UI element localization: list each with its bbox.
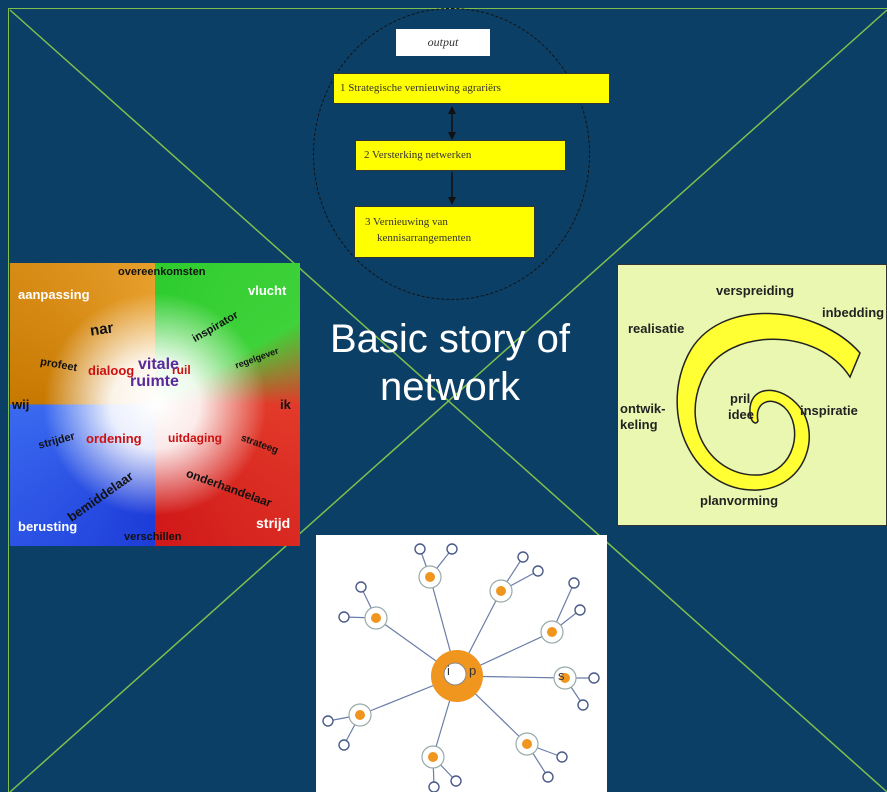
network-leaf-node xyxy=(556,751,568,763)
word-vitale: vitale xyxy=(138,356,179,373)
node-label-s: s xyxy=(558,668,565,683)
network-node-core xyxy=(547,627,557,637)
network-leaf-node xyxy=(414,543,426,555)
word-ik: ik xyxy=(280,397,291,412)
network-node-core xyxy=(425,572,435,582)
network-leaf-node xyxy=(588,672,600,684)
word-profeet: profeet xyxy=(39,355,79,375)
word-ruimte: ruimte xyxy=(130,373,179,390)
network-node-core xyxy=(496,586,506,596)
spiral-word-realisatie: realisatie xyxy=(628,321,685,336)
word-aanpassing: aanpassing xyxy=(18,287,90,302)
spiral-word-keling: keling xyxy=(620,417,658,432)
word-uitdaging: uitdaging xyxy=(168,431,222,445)
flow-arrows xyxy=(448,106,456,205)
word-strijder: strijder xyxy=(37,430,77,452)
quadrant-graphic: overeenkomsten aanpassing vlucht nar ins… xyxy=(10,263,300,546)
flow-step-1: 1 Strategische vernieuwing agrariërs xyxy=(333,73,610,104)
network-leaf-node xyxy=(517,551,529,563)
spiral-word-planvorming: planvorming xyxy=(700,493,779,508)
flow-step-3-line-2: kennisarrangementen xyxy=(377,232,472,244)
network-leaf-node xyxy=(446,543,458,555)
network-leaf-node xyxy=(542,771,554,783)
network-leaf-node xyxy=(355,581,367,593)
word-ruil: ruil xyxy=(172,363,191,377)
spiral-word-verspreiding: verspreiding xyxy=(716,283,795,298)
output-label: output xyxy=(396,29,490,56)
flow-step-3-line-1: 3 Vernieuwing van xyxy=(365,216,448,228)
output-ellipse xyxy=(313,8,590,300)
word-berusting: berusting xyxy=(18,519,78,534)
word-verschillen: verschillen xyxy=(124,531,182,543)
network-leaf-node xyxy=(574,604,586,616)
word-dialoog: dialoog xyxy=(88,363,135,378)
word-wij: wij xyxy=(12,397,30,412)
hub-label-i: i xyxy=(447,663,450,678)
spiral-word-inbedding: inbedding xyxy=(822,305,885,320)
network-leaf-node xyxy=(428,781,440,792)
network-node-core xyxy=(522,739,532,749)
word-bemiddelaar: bemiddelaar xyxy=(64,468,136,525)
network-leaf-node xyxy=(568,577,580,589)
spiral-word-idee: idee xyxy=(728,407,755,422)
spiral-shape xyxy=(676,312,861,491)
network-node-core xyxy=(428,752,438,762)
network-leaf-node xyxy=(322,715,334,727)
network-leaf-node xyxy=(532,565,544,577)
word-overeenkomsten: overeenkomsten xyxy=(118,266,206,278)
network-node-core xyxy=(355,710,365,720)
network-leaf-node xyxy=(338,739,350,751)
word-onderhandelaar: onderhandelaar xyxy=(184,466,274,510)
word-nar: nar xyxy=(88,319,115,340)
spiral-word-pril: pril xyxy=(730,391,751,406)
word-strateeg: strateeg xyxy=(239,432,280,457)
slide-title: Basic story of network xyxy=(329,317,571,409)
word-inspirator: inspirator xyxy=(190,309,241,345)
network-leaf-node xyxy=(577,699,589,711)
word-ordening: ordening xyxy=(86,431,142,446)
spiral-panel: verspreiding realisatie inbedding ontwik… xyxy=(617,264,887,526)
network-leaf-node xyxy=(450,775,462,787)
hub-label-p: p xyxy=(469,663,477,678)
network-graph xyxy=(322,543,600,792)
word-strijd: strijd xyxy=(256,515,291,531)
network-hub-center xyxy=(443,662,467,686)
flow-step-2: 2 Versterking netwerken xyxy=(355,140,566,171)
flow-step-3: 3 Vernieuwing van kennisarrangementen xyxy=(354,206,535,258)
spiral-word-ontwik: ontwik- xyxy=(620,401,666,416)
spiral-word-inspiratie: inspiratie xyxy=(800,403,858,418)
network-node-core xyxy=(371,613,381,623)
word-regelgever: regelgever xyxy=(233,345,280,371)
network-leaf-node xyxy=(338,611,350,623)
word-vlucht: vlucht xyxy=(248,283,287,298)
network-node-core xyxy=(560,673,570,683)
network-diagram: i p s xyxy=(316,535,607,792)
